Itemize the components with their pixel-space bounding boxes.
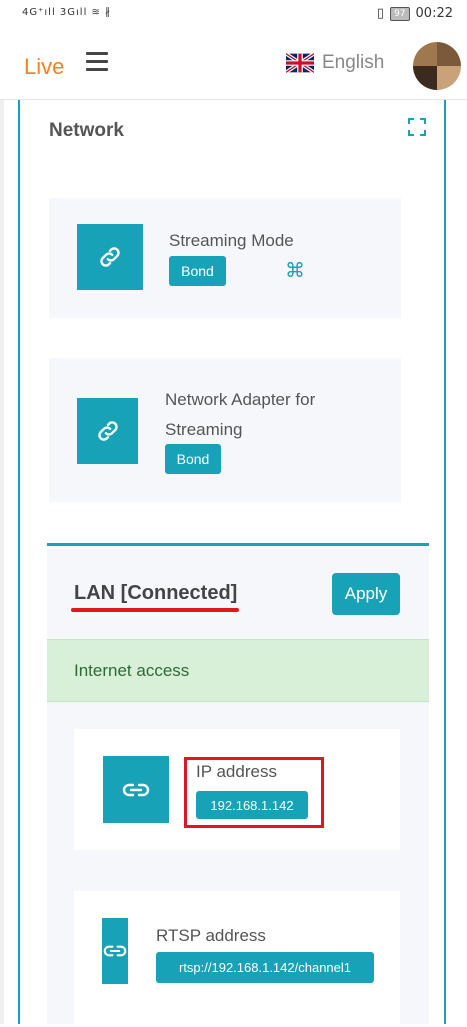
clock: 00:22	[415, 6, 453, 21]
lan-card: LAN [Connected] Apply Internet access IP…	[47, 543, 429, 1027]
command-icon[interactable]: ⌘	[285, 260, 305, 282]
ip-address-label: IP address	[196, 762, 277, 781]
battery-icon: 97	[390, 6, 410, 21]
uk-flag-icon	[286, 53, 314, 73]
hamburger-menu-icon[interactable]	[86, 52, 108, 71]
highlight-box	[184, 757, 324, 828]
status-right: ▯ 97 00:22	[377, 6, 453, 21]
link-icon	[103, 756, 169, 823]
top-navbar: Live English	[0, 32, 467, 100]
streaming-mode-badge: Bond	[169, 256, 226, 286]
network-adapter-card: Network Adapter for Streaming Bond	[49, 358, 401, 502]
rtsp-address-label: RTSP address	[156, 926, 266, 945]
internet-access-alert: Internet access	[47, 639, 429, 702]
link-icon	[77, 224, 143, 290]
streaming-mode-label: Streaming Mode	[169, 231, 294, 250]
vibrate-icon: ▯	[376, 6, 385, 21]
brand-logo[interactable]: Live	[24, 54, 65, 79]
scroll-track	[0, 100, 4, 1024]
highlight-underline	[71, 608, 239, 612]
lan-title: LAN [Connected]	[74, 582, 238, 604]
network-adapter-badge: Bond	[165, 444, 221, 474]
ip-address-value: 192.168.1.142	[196, 791, 308, 819]
ip-address-card: IP address 192.168.1.142	[74, 729, 400, 850]
link-icon	[102, 918, 128, 984]
language-label: English	[322, 52, 385, 73]
status-bar: 4G⁺ıll 3Gıll ≋ ∦ ▯ 97 00:22	[0, 0, 467, 32]
network-adapter-label-line1: Network Adapter for	[165, 390, 316, 409]
network-panel: Network Streaming Mode Bond ⌘ Network Ad…	[18, 100, 446, 1027]
rtsp-address-card: RTSP address rtsp://192.168.1.142/channe…	[74, 891, 400, 1027]
avatar[interactable]	[413, 42, 461, 90]
language-selector[interactable]: English	[286, 52, 384, 74]
network-adapter-label-line2: Streaming	[165, 420, 243, 439]
section-title: Network	[49, 120, 124, 141]
rtsp-address-value: rtsp://192.168.1.142/channel1	[156, 952, 374, 983]
link-icon	[77, 398, 138, 464]
streaming-mode-card: Streaming Mode Bond ⌘	[49, 198, 401, 318]
signal-indicators: 4G⁺ıll 3Gıll ≋ ∦	[22, 7, 112, 18]
apply-button[interactable]: Apply	[332, 573, 400, 615]
fullscreen-icon[interactable]	[408, 118, 426, 136]
